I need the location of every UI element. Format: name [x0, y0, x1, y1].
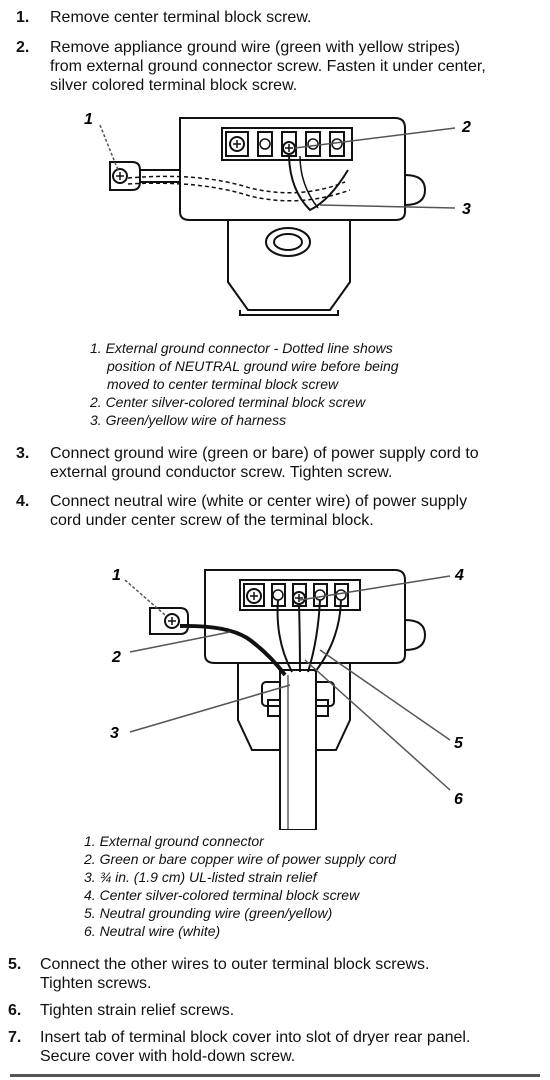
figure-1-caption: 1. External ground connector - Dotted li… [90, 339, 530, 429]
step-text: Insert tab of terminal block cover into … [40, 1029, 471, 1046]
step-text: Remove center terminal block screw. [50, 9, 312, 26]
step-text: Tighten strain relief screws. [40, 1002, 235, 1019]
callout-1: 1 [112, 567, 121, 584]
callout-5: 5 [454, 735, 464, 752]
callout-4: 4 [454, 567, 464, 584]
step-text: Tighten screws. [40, 975, 152, 992]
caption-item: 2. Green or bare copper wire of power su… [84, 851, 397, 867]
figure-2-diagram: 1 2 3 4 5 6 [110, 567, 464, 830]
callout-3: 3 [110, 725, 119, 742]
step-number: 6. [8, 1002, 22, 1019]
callout-2: 2 [111, 649, 121, 666]
callout-1: 1 [84, 111, 93, 128]
step-text: Secure cover with hold-down screw. [40, 1048, 296, 1065]
step-text: cord under center screw of the terminal … [50, 512, 374, 529]
step-text: external ground conductor screw. Tighten… [50, 464, 393, 481]
callout-6: 6 [454, 791, 463, 808]
caption-item: 2. Center silver-colored terminal block … [90, 394, 366, 410]
caption-item: position of NEUTRAL ground wire before b… [107, 358, 399, 374]
caption-item: 1. External ground connector - Dotted li… [90, 340, 393, 356]
step-text: from external ground connector screw. Fa… [50, 58, 486, 75]
step-number: 5. [8, 956, 22, 973]
figure-1-diagram: 1 2 3 [84, 111, 471, 316]
caption-item: 3. Green/yellow wire of harness [90, 412, 287, 428]
figure-2-caption: 1. External ground connector 2. Green or… [84, 832, 524, 940]
caption-item: 4. Center silver-colored terminal block … [84, 887, 360, 903]
callout-3: 3 [462, 201, 471, 218]
step-number: 2. [16, 39, 30, 56]
step-text: Remove appliance ground wire (green with… [50, 39, 460, 56]
step-number: 4. [16, 493, 30, 510]
step-text: Connect neutral wire (white or center wi… [50, 493, 468, 510]
caption-item: moved to center terminal block screw [107, 376, 339, 392]
step-number: 3. [16, 445, 30, 462]
caption-item: 1. External ground connector [84, 833, 264, 849]
step-text: Connect the other wires to outer termina… [40, 956, 430, 973]
bottom-rule [10, 1074, 540, 1077]
caption-item: 5. Neutral grounding wire (green/yellow) [84, 905, 333, 921]
callout-2: 2 [461, 119, 471, 136]
step-text: Connect ground wire (green or bare) of p… [50, 445, 479, 462]
caption-item: 3. ¾ in. (1.9 cm) UL-listed strain relie… [84, 869, 317, 885]
step-text: silver colored terminal block screw. [50, 77, 298, 94]
step-number: 1. [16, 9, 30, 26]
step-number: 7. [8, 1029, 22, 1046]
caption-item: 6. Neutral wire (white) [84, 923, 221, 939]
